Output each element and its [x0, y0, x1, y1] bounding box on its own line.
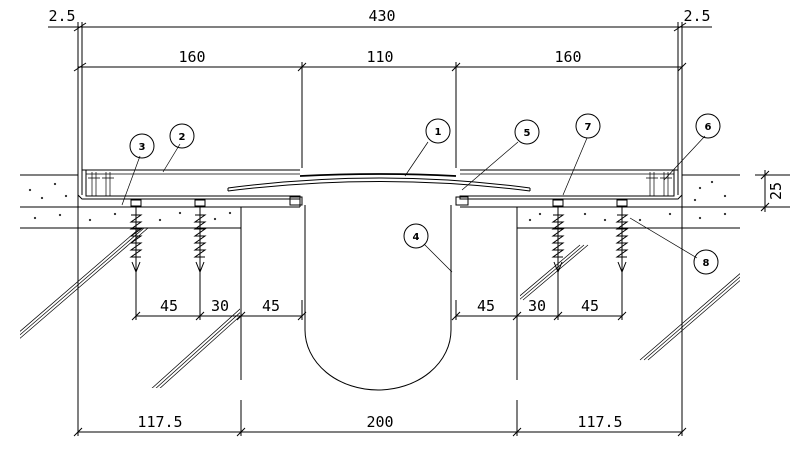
- left-frame-profile: [77, 169, 303, 207]
- callout-label: 7: [585, 122, 592, 133]
- left-slab: [20, 174, 300, 380]
- mid-dimension-lines: [131, 240, 627, 321]
- callout-label: 1: [435, 127, 442, 138]
- right-frame-profile: [455, 169, 683, 206]
- dim-mid-left-3: 45: [262, 297, 280, 315]
- callout-label: 6: [705, 122, 712, 133]
- callout-label: 4: [413, 232, 420, 243]
- dim-top-overall: 430: [368, 7, 395, 25]
- callout-label: 5: [524, 128, 531, 139]
- callout-2: 2: [169, 123, 195, 149]
- dim-bottom-center: 200: [366, 413, 393, 431]
- dim-mid-right-2: 30: [528, 297, 546, 315]
- dim-mid-right-1: 45: [477, 297, 495, 315]
- dim-top-left-edge: 2.5: [48, 7, 75, 25]
- callout-label: 2: [179, 132, 186, 143]
- anchor-left-1: [129, 199, 143, 274]
- cover-plate: [227, 173, 531, 192]
- anchors: [88, 172, 672, 274]
- bottom-dimension-lines: [73, 195, 687, 437]
- edge-screws-left: [88, 172, 114, 196]
- dim-top-left: 160: [178, 48, 205, 66]
- right-dimension-line: [740, 170, 790, 212]
- dim-top-right-edge: 2.5: [683, 7, 710, 25]
- callout-label: 3: [139, 142, 146, 153]
- dim-bottom-right: 117.5: [577, 413, 622, 431]
- anchor-right-2: [615, 199, 629, 274]
- dim-top-right: 160: [554, 48, 581, 66]
- fire-membrane: [304, 205, 452, 391]
- dim-mid-left-1: 45: [160, 297, 178, 315]
- callout-7: 7: [575, 113, 601, 139]
- dimension-labels: 2.5 430 2.5 160 110 160 25 45 30 45 45 3…: [48, 7, 785, 431]
- dim-mid-left-2: 30: [211, 297, 229, 315]
- dim-mid-right-3: 45: [581, 297, 599, 315]
- dim-bottom-left: 117.5: [137, 413, 182, 431]
- callout-1: 1: [425, 118, 451, 144]
- callout-3: 3: [129, 133, 155, 159]
- dim-top-center: 110: [366, 48, 393, 66]
- anchor-right-1: [551, 199, 565, 274]
- callout-leaders: [121, 135, 706, 273]
- top-dimension-lines: [48, 22, 712, 195]
- dim-right-height: 25: [767, 182, 785, 200]
- left-slab-hatch: [28, 182, 232, 222]
- right-floor-hatching: [520, 244, 740, 361]
- callout-5: 5: [514, 119, 540, 145]
- callout-6: 6: [695, 113, 721, 139]
- callout-label: 8: [703, 258, 710, 269]
- callout-4: 4: [403, 223, 429, 249]
- right-slab-hatch: [528, 180, 727, 222]
- anchor-left-2: [193, 199, 207, 274]
- left-floor-hatching: [20, 228, 240, 388]
- callout-8: 8: [693, 249, 719, 275]
- right-slab: [460, 174, 740, 380]
